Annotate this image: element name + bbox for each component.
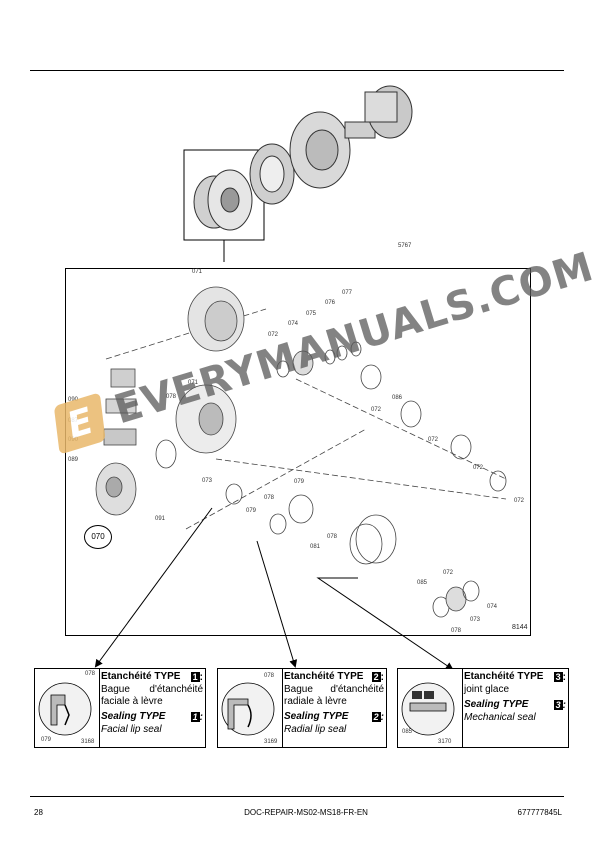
document-code: DOC-REPAIR-MS02-MS18-FR-EN — [244, 808, 368, 817]
seal-3-fr-title: Etanchéité TYPE — [464, 671, 544, 682]
part-label-076: 076 — [325, 300, 336, 306]
seal-3-en-desc: Mechanical seal — [464, 712, 536, 723]
part-label-081: 081 — [310, 544, 321, 550]
part-label-089: 089 — [68, 457, 79, 463]
part-label-072e: 072 — [514, 498, 525, 504]
part-label-073a: 073 — [202, 478, 213, 484]
seal-2-en-desc: Radial lip seal — [284, 724, 347, 735]
seal-2-fr-title: Etanchéité TYPE — [284, 671, 364, 682]
part-label-078c: 078 — [327, 534, 338, 540]
part-label-071-top: 071 — [192, 269, 203, 275]
seal-1-img-label-a: 078 — [85, 671, 96, 677]
part-label-072d: 072 — [473, 465, 484, 471]
part-label-075: 075 — [306, 311, 317, 317]
seal-3-img-label-a: 085 — [402, 729, 413, 735]
seal-1-en-desc: Facial lip seal — [101, 724, 162, 735]
seal-3-img-ref: 3170 — [438, 739, 452, 745]
part-label-079b: 079 — [294, 479, 305, 485]
part-label-074: 074 — [288, 321, 299, 327]
document-reference: 677777845L — [517, 808, 563, 817]
seal-1-en-title: Sealing TYPE — [101, 711, 166, 722]
part-label-078b: 078 — [264, 495, 275, 501]
seal-type-3-illustration — [401, 669, 463, 747]
part-label-085: 085 — [417, 580, 428, 586]
page-number: 28 — [34, 808, 43, 817]
seal-3-number: 3 — [553, 672, 563, 682]
seal-1-img-ref: 3168 — [81, 739, 95, 745]
seal-3-fr-desc: joint glace — [464, 684, 510, 695]
part-label-073b: 073 — [470, 617, 481, 623]
overview-ref: 5767 — [398, 243, 412, 249]
part-label-086: 086 — [392, 395, 403, 401]
seal-1-number: 1 — [190, 672, 200, 682]
part-label-074b: 074 — [487, 604, 498, 610]
exploded-drawing — [95, 286, 507, 618]
seal-type-2-illustration — [221, 669, 283, 747]
seal-3-en-title: Sealing TYPE — [464, 699, 529, 710]
part-label-072f: 072 — [443, 570, 454, 576]
overview-drawing — [183, 85, 413, 262]
part-label-072: 072 — [268, 332, 279, 338]
seal-2-en-title: Sealing TYPE — [284, 711, 349, 722]
part-label-071-mid: 071 — [188, 380, 199, 386]
bottom-rule — [30, 796, 564, 797]
parts-group-label: 070 — [91, 532, 105, 541]
part-label-078d: 078 — [451, 628, 462, 634]
seal-1-fr-title: Etanchéité TYPE — [101, 671, 181, 682]
parts-group-badge: 070 — [84, 525, 112, 549]
seal-2-fr-desc: Bague d'étanchéité radiale à lèvre — [284, 684, 384, 707]
part-label-077: 077 — [342, 290, 353, 296]
part-label-079a: 079 — [246, 508, 257, 514]
seal-type-1-illustration — [38, 669, 100, 747]
seal-2-number: 2 — [371, 672, 381, 682]
part-label-078a: 078 — [166, 394, 177, 400]
watermark-logo-icon: E — [53, 392, 106, 455]
seal-1-fr-desc: Bague d'étanchéité faciale à lèvre — [101, 684, 203, 707]
top-rule — [30, 70, 564, 71]
exploded-ref: 8144 — [512, 624, 528, 631]
seal-2-img-label-a: 078 — [264, 673, 275, 679]
part-label-072b: 072 — [371, 407, 382, 413]
part-label-072c: 072 — [428, 437, 439, 443]
seal-1-img-label-b: 079 — [41, 737, 52, 743]
seal-2-img-ref: 3169 — [264, 739, 278, 745]
part-label-091: 091 — [155, 516, 166, 522]
